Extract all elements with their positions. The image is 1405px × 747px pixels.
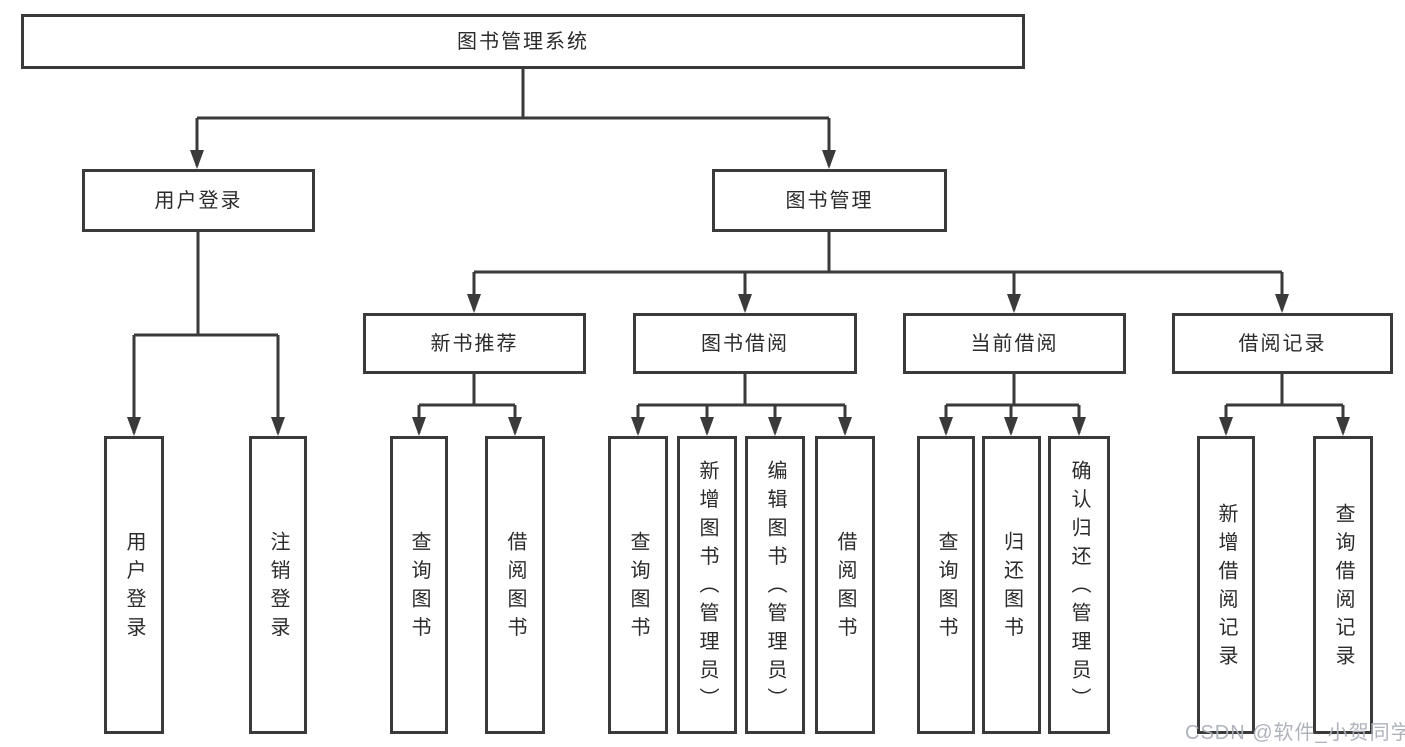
connector-book-management — [472, 232, 1284, 310]
node-borrow-records: 借阅记录 — [1172, 313, 1393, 374]
leaf-label: 查询图书 — [935, 531, 957, 645]
node-current-borrow-label: 当前借阅 — [970, 332, 1059, 355]
node-leaf-return-books: 归还图书 — [982, 436, 1041, 734]
node-leaf-borrow-books-recommend: 借阅图书 — [485, 436, 545, 734]
node-book-management-label: 图书管理 — [785, 189, 874, 212]
node-root: 图书管理系统 — [21, 14, 1025, 69]
node-leaf-query-books-recommend: 查询图书 — [390, 436, 448, 734]
leaf-label: 编辑图书（管理员） — [764, 460, 786, 716]
node-leaf-add-books-admin: 新增图书（管理员） — [677, 436, 737, 734]
arrowheads — [127, 150, 1350, 436]
leaf-label: 查询借阅记录 — [1332, 502, 1354, 674]
node-leaf-borrow-books: 借阅图书 — [815, 436, 875, 734]
node-leaf-add-borrow-record: 新增借阅记录 — [1197, 436, 1255, 734]
node-leaf-query-borrow-record: 查询借阅记录 — [1313, 436, 1373, 734]
node-root-label: 图书管理系统 — [457, 30, 589, 53]
leaf-label: 归还图书 — [1000, 531, 1023, 645]
node-borrow-records-label: 借阅记录 — [1238, 332, 1327, 355]
node-book-borrow: 图书借阅 — [633, 313, 857, 374]
leaf-label: 用户登录 — [123, 531, 145, 645]
node-new-book-recommend: 新书推荐 — [363, 313, 586, 374]
node-user-login: 用户登录 — [82, 169, 315, 232]
node-leaf-logout: 注销登录 — [249, 436, 307, 734]
connector-borrow-records — [1224, 374, 1345, 433]
leaf-label: 查询图书 — [408, 531, 430, 645]
node-book-borrow-label: 图书借阅 — [701, 332, 789, 355]
node-leaf-edit-books-admin: 编辑图书（管理员） — [745, 436, 805, 734]
node-user-login-label: 用户登录 — [154, 189, 243, 212]
leaf-label: 注销登录 — [267, 531, 289, 645]
leaf-label: 确认归还（管理员） — [1068, 460, 1090, 716]
csdn-watermark: CSDN @软件_小贺同学 — [1185, 722, 1405, 744]
leaf-label: 借阅图书 — [504, 531, 526, 645]
node-leaf-query-books-borrow: 查询图书 — [608, 436, 668, 734]
connector-root — [195, 69, 831, 166]
leaf-label: 借阅图书 — [834, 531, 856, 645]
node-leaf-confirm-return-admin: 确认归还（管理员） — [1048, 436, 1110, 734]
node-current-borrow: 当前借阅 — [903, 313, 1126, 374]
leaf-label: 查询图书 — [627, 531, 649, 645]
node-leaf-query-books-current: 查询图书 — [917, 436, 975, 734]
connector-user-login — [132, 232, 280, 433]
node-leaf-user-login: 用户登录 — [104, 436, 164, 734]
node-book-management: 图书管理 — [712, 169, 947, 232]
node-new-book-recommend-label: 新书推荐 — [430, 332, 519, 355]
connector-book-borrow — [636, 374, 847, 433]
leaf-label: 新增图书（管理员） — [696, 460, 718, 716]
leaf-label: 新增借阅记录 — [1215, 502, 1237, 674]
connector-new-book — [417, 374, 517, 433]
